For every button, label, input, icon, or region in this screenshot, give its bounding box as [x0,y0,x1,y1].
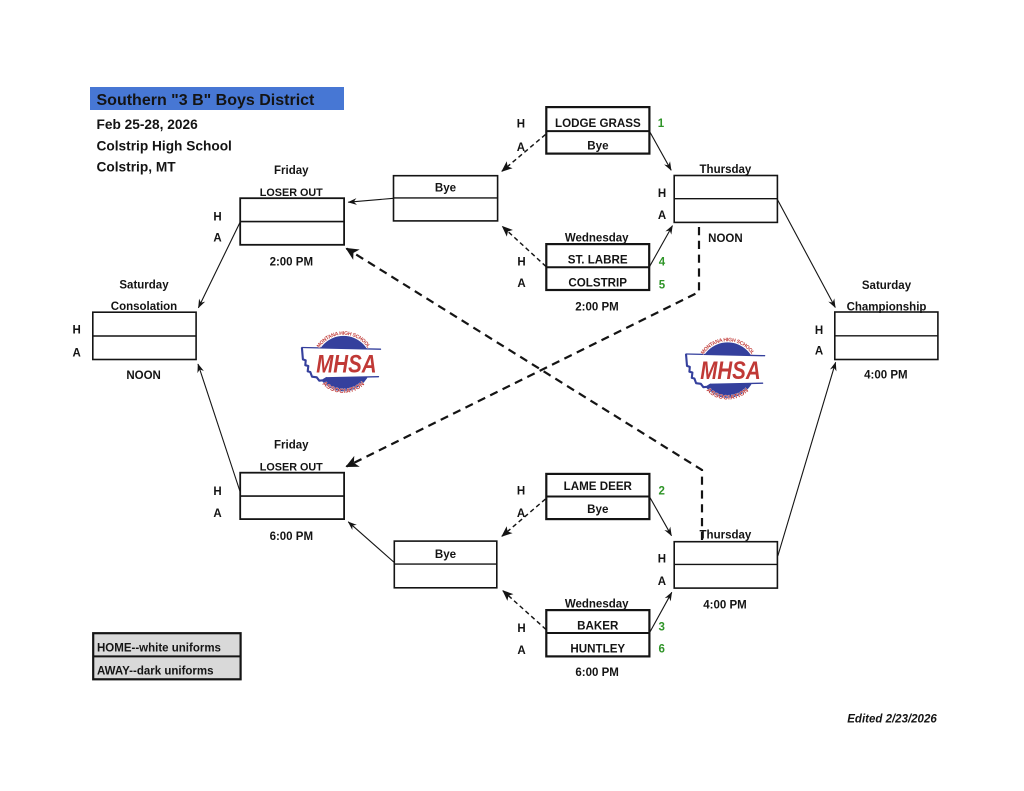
svg-text:LODGE GRASS: LODGE GRASS [555,117,641,130]
svg-text:NOON: NOON [708,233,743,245]
svg-text:4: 4 [659,257,666,269]
svg-text:H: H [658,554,666,566]
svg-text:H: H [517,623,525,635]
svg-text:Wednesday: Wednesday [565,599,629,611]
svg-text:H: H [658,188,666,200]
svg-text:6:00 PM: 6:00 PM [270,531,313,543]
svg-text:Wednesday: Wednesday [565,232,629,244]
svg-text:A: A [517,645,525,657]
svg-text:Friday: Friday [274,439,309,451]
svg-text:COLSTRIP: COLSTRIP [568,277,627,290]
svg-text:A: A [517,508,525,520]
svg-text:A: A [815,346,823,358]
svg-text:LAME DEER: LAME DEER [564,480,633,493]
svg-text:Bye: Bye [435,548,457,561]
svg-text:Friday: Friday [274,165,309,177]
svg-text:H: H [517,257,525,269]
svg-text:A: A [517,142,525,154]
svg-text:6: 6 [658,644,664,656]
svg-text:2:00 PM: 2:00 PM [270,257,313,269]
svg-text:Saturday: Saturday [862,280,912,292]
svg-text:LOSER OUT: LOSER OUT [260,187,323,199]
svg-text:A: A [72,348,80,360]
svg-text:2:00 PM: 2:00 PM [575,301,618,313]
svg-text:6:00 PM: 6:00 PM [575,667,618,679]
svg-text:A: A [517,278,525,290]
svg-text:3: 3 [658,622,664,634]
svg-text:Consolation: Consolation [111,301,177,313]
svg-text:Championship: Championship [847,301,927,313]
svg-text:Thursday: Thursday [700,164,752,176]
svg-text:Saturday: Saturday [119,279,169,291]
svg-text:H: H [517,119,525,131]
svg-text:1: 1 [658,118,665,130]
svg-text:H: H [517,485,525,497]
svg-text:A: A [213,508,221,520]
svg-text:HOME--white uniforms: HOME--white uniforms [97,642,221,654]
svg-text:Bye: Bye [587,503,609,516]
svg-text:H: H [815,325,823,337]
svg-text:4:00 PM: 4:00 PM [864,370,907,382]
svg-text:Bye: Bye [587,140,609,153]
svg-text:Feb 25-28, 2026: Feb 25-28, 2026 [97,117,199,132]
svg-text:Southern "3 B" Boys District: Southern "3 B" Boys District [97,92,316,109]
svg-text:HUNTLEY: HUNTLEY [570,643,625,656]
svg-text:A: A [658,576,666,588]
svg-text:5: 5 [659,280,666,292]
svg-text:MHSA: MHSA [700,356,760,384]
svg-text:Edited 2/23/2026: Edited 2/23/2026 [847,714,937,726]
svg-text:2: 2 [658,486,664,498]
svg-text:ST. LABRE: ST. LABRE [568,254,628,267]
svg-text:Colstrip, MT: Colstrip, MT [97,159,177,174]
svg-text:AWAY--dark uniforms: AWAY--dark uniforms [97,665,214,677]
svg-text:Colstrip High School: Colstrip High School [97,138,232,153]
svg-text:4:00 PM: 4:00 PM [703,599,746,611]
svg-text:NOON: NOON [126,370,161,382]
svg-text:LOSER OUT: LOSER OUT [260,462,323,474]
svg-text:H: H [72,325,80,337]
svg-text:Bye: Bye [435,182,457,195]
svg-text:A: A [213,233,221,245]
svg-text:A: A [658,210,666,222]
svg-text:BAKER: BAKER [577,619,619,632]
svg-text:Thursday: Thursday [700,530,752,542]
svg-text:MHSA: MHSA [316,350,376,378]
svg-text:H: H [213,211,221,223]
svg-text:H: H [213,486,221,498]
